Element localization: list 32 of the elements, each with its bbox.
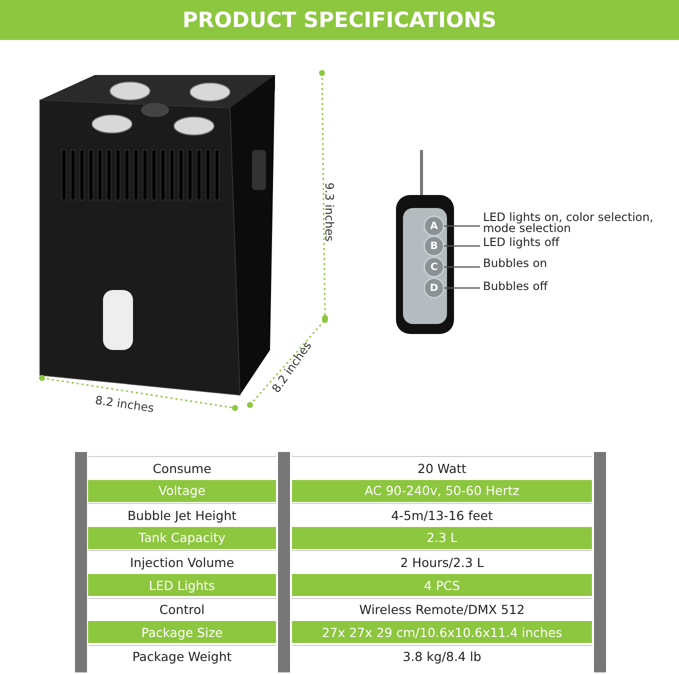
leader-line xyxy=(444,266,480,268)
leader-line xyxy=(444,225,480,227)
dimension-label: 8.2 inches xyxy=(94,392,155,416)
remote-button: D xyxy=(425,279,443,297)
button-description: LED lights off xyxy=(483,237,673,248)
dimension-label: 9.3 inches xyxy=(322,182,337,242)
table-cell: Tank Capacity xyxy=(88,526,276,549)
table-cell: Injection Volume xyxy=(88,550,276,574)
table-cell: 4-5m/13-16 feet xyxy=(292,503,592,526)
leader-line xyxy=(444,245,480,247)
leader-line xyxy=(444,287,480,289)
button-description: LED lights on, color selection, mode selection xyxy=(483,212,673,234)
table-cell: AC 90-240v, 50-60 Hertz xyxy=(292,480,592,502)
table-cell: 2.3 L xyxy=(292,526,592,549)
table-cell: 20 Watt xyxy=(292,456,592,479)
table-cell: 27x 27x 29 cm/10.6x10.6x11.4 inches xyxy=(292,621,592,644)
remote-button: A xyxy=(425,217,443,235)
table-cell: 2 Hours/2.3 L xyxy=(292,550,592,574)
button-description: Bubbles on xyxy=(483,258,673,269)
table-cell: 4 PCS xyxy=(292,574,592,596)
button-description: Bubbles off xyxy=(483,281,673,292)
table-cell: Consume xyxy=(88,456,276,479)
remote-button: C xyxy=(425,258,443,276)
table-cell: LED Lights xyxy=(88,574,276,596)
table-cell: Voltage xyxy=(88,480,276,502)
title-banner: PRODUCT SPECIFICATIONS xyxy=(0,0,679,40)
table-cell: Package Size xyxy=(88,621,276,644)
table-cell: Bubble Jet Height xyxy=(88,503,276,526)
table-cell: Package Weight xyxy=(88,644,276,668)
remote-button: B xyxy=(425,237,443,255)
remote-control xyxy=(395,150,455,335)
table-cell: 3.8 kg/8.4 lb xyxy=(292,644,592,668)
